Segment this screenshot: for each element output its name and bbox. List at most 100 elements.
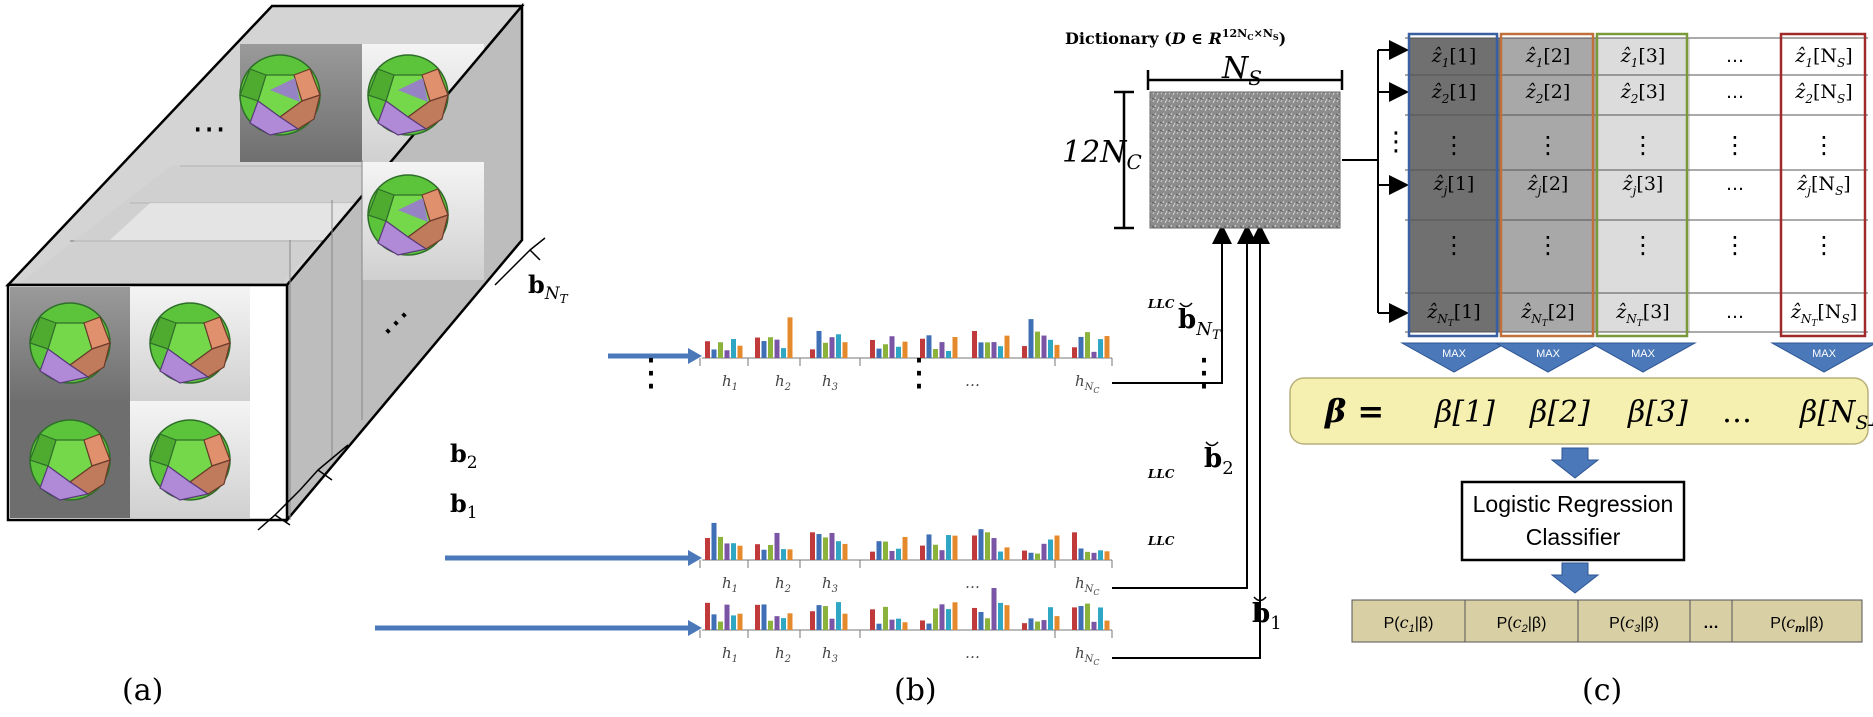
histogram-bar	[889, 336, 895, 358]
histogram-bar	[1091, 621, 1097, 630]
code-cell: ẑ2[3]	[1620, 81, 1666, 106]
histogram-bar	[705, 538, 710, 560]
histogram-bar	[972, 535, 977, 560]
code-column-bg	[1596, 38, 1690, 332]
histogram-bar	[978, 612, 984, 630]
histogram-label: …	[965, 372, 980, 390]
histogram-label: h1	[722, 574, 738, 595]
histogram-label: hNC	[1075, 644, 1100, 667]
histogram-bar	[836, 541, 841, 560]
vdots: ⋮	[900, 350, 938, 394]
dictionary-height-label: 12NC	[1062, 135, 1142, 174]
code-table: ẑ1[1]ẑ1[2]ẑ1[3]…ẑ1[NS]ẑ2[1]ẑ2[2]ẑ2[3]…ẑ2…	[1400, 32, 1873, 373]
histogram-bar	[883, 541, 888, 560]
histogram-bar	[991, 588, 997, 630]
svg-text:P(c3|β): P(c3|β)	[1609, 613, 1659, 635]
histogram-bar	[823, 537, 828, 560]
histogram-bar	[972, 330, 977, 358]
histogram-label: hNC	[1075, 574, 1100, 597]
histogram-bar	[842, 342, 848, 358]
histogram-bar	[1085, 551, 1090, 560]
histogram-bar	[1078, 548, 1084, 560]
histogram-bar	[1048, 339, 1053, 358]
code-cell-ellipsis: ⋮	[1723, 231, 1747, 259]
histogram-bar	[810, 349, 815, 358]
histogram-bar	[1072, 607, 1077, 630]
max-label: MAX	[1442, 348, 1467, 360]
beta-term: β[2]	[1529, 395, 1590, 430]
histogram-bar	[711, 349, 717, 358]
histogram-bar	[876, 623, 882, 630]
histogram-bar	[926, 623, 932, 630]
histogram-bar	[870, 609, 875, 630]
histogram-bar	[902, 536, 908, 560]
classifier-line2: Classifier	[1526, 524, 1621, 550]
histogram-bar	[705, 602, 710, 630]
histogram-bar	[920, 620, 925, 630]
histogram-bar	[737, 613, 743, 630]
code-cell-ellipsis: …	[1726, 82, 1744, 103]
beta-term: β[3]	[1627, 395, 1688, 430]
histogram-bar	[946, 609, 951, 630]
histogram-bar	[952, 602, 958, 630]
histogram-label: h3	[822, 372, 838, 393]
histogram-bar	[711, 522, 717, 560]
input-arrow-head	[688, 550, 702, 566]
histogram-bar	[1022, 623, 1027, 630]
vector-label-nt: bNT	[528, 270, 569, 306]
max-pool-arrow: MAX	[1494, 342, 1602, 373]
histogram-bar	[920, 545, 925, 560]
breve-marks	[1179, 302, 1267, 602]
dodecahedron-icon	[29, 302, 111, 384]
beta-label: β =	[1324, 392, 1384, 430]
vdots: ⋮	[632, 350, 670, 394]
histogram-bar	[842, 613, 848, 630]
histogram-bar	[761, 549, 767, 560]
dictionary-width-label: NS	[1221, 51, 1262, 90]
dictionary: Dictionary (D ∈ R12NC×NS) NS 12NC ⋮	[1062, 27, 1409, 323]
histogram-bar	[724, 350, 730, 358]
code-label-1: b1	[1252, 599, 1282, 634]
dictionary-width-bracket	[1146, 70, 1344, 90]
histogram-bar	[952, 535, 958, 560]
histogram-bar	[998, 602, 1003, 630]
max-pool-arrow: MAX	[1770, 342, 1873, 373]
histogram-bar	[774, 339, 780, 358]
histogram-bar	[737, 345, 743, 358]
histogram-bar	[829, 618, 835, 630]
histogram-bar	[876, 541, 882, 560]
code-column-border	[1595, 32, 1689, 338]
histogram-bar	[896, 346, 901, 358]
histogram-bar	[1054, 535, 1060, 560]
probability-row: P(c1|β)P(c2|β)P(c3|β)…P(cm|β)	[1351, 599, 1863, 643]
histogram-bar	[883, 606, 888, 630]
histogram-bar	[816, 605, 822, 630]
histogram-bar	[1091, 552, 1097, 560]
histogram-bar	[836, 334, 841, 358]
dictionary-title: Dictionary (D ∈ R12NC×NS)	[1065, 27, 1286, 48]
histogram-bar	[946, 350, 951, 358]
histogram-bar	[991, 342, 997, 358]
histogram-label: h1	[722, 372, 738, 393]
down-arrow	[1550, 447, 1600, 479]
histogram-bar	[1004, 547, 1010, 560]
dodecahedron-icon	[29, 419, 111, 501]
histogram-bar	[761, 604, 767, 630]
histogram-bar	[823, 342, 828, 358]
code-cell: ẑj[1]	[1433, 173, 1475, 198]
code-cell-ellipsis: ⋮	[1723, 131, 1747, 159]
histogram-bar	[870, 551, 875, 560]
histogram-bar	[902, 341, 908, 358]
code-cell: ẑj[2]	[1527, 173, 1569, 198]
histogram-bar	[816, 534, 822, 560]
histogram-bar	[718, 342, 723, 358]
max-pool-arrow: MAX	[1589, 342, 1697, 373]
histogram-bar	[1035, 553, 1040, 560]
code-cell: ẑ2[1]	[1431, 81, 1477, 106]
histogram-bar	[876, 348, 882, 358]
llc-label: LLC	[1147, 467, 1175, 481]
histogram-bar	[1048, 607, 1053, 630]
max-pool-arrow: MAX	[1400, 342, 1508, 373]
histogram-bar	[1104, 551, 1110, 560]
classifier-box	[1460, 480, 1686, 562]
